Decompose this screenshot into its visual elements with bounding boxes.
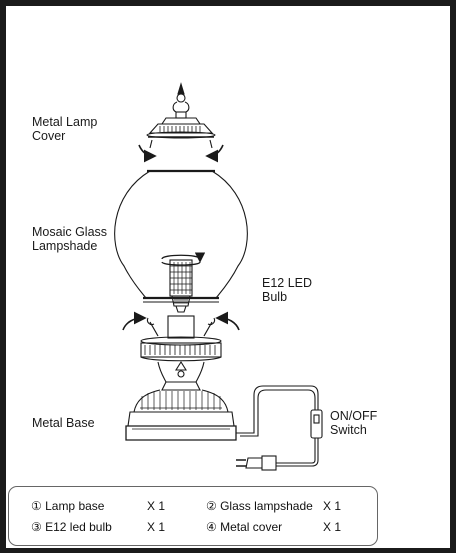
metal-base-illustration [125, 315, 237, 441]
label-line: ON/OFF [330, 409, 378, 423]
part-qty: X 1 [147, 499, 166, 513]
part-name: ③ E12 led bulb [31, 520, 112, 534]
label-mosaic-glass-lampshade: Mosaic Glass Lampshade [32, 225, 107, 253]
label-line: E12 LED [262, 276, 313, 290]
label-line: Lampshade [32, 239, 98, 253]
part-qty: X 1 [147, 520, 166, 534]
label-line: Metal Lamp [32, 115, 98, 129]
label-metal-lamp-cover: Metal Lamp Cover [32, 115, 97, 143]
label-line: Bulb [262, 290, 288, 304]
label-line: Cover [32, 129, 66, 143]
part-name: ② Glass lampshade [206, 499, 313, 513]
arrow-cover-left [138, 144, 157, 163]
label-e12-led-bulb: E12 LED Bulb [262, 276, 312, 304]
part-qty: X 1 [323, 520, 342, 534]
diagram-panel [6, 6, 450, 548]
arrow-base-right [215, 311, 240, 331]
arrow-cover-right [205, 144, 224, 163]
cord-switch-plug-illustration [236, 385, 323, 471]
parts-list-box: ① Lamp base X 1 ② Glass lampshade X 1 ③ … [8, 486, 378, 546]
glass-lampshade-illustration [114, 169, 248, 303]
metal-lamp-cover-illustration [146, 82, 216, 149]
part-qty: X 1 [323, 499, 342, 513]
label-line: Mosaic Glass [32, 225, 108, 239]
part-name: ④ Metal cover [206, 520, 283, 534]
part-name: ① Lamp base [31, 499, 105, 513]
label-line: Switch [330, 423, 367, 437]
label-on-off-switch: ON/OFF Switch [330, 409, 377, 437]
arrow-base-left [122, 311, 147, 331]
led-bulb-illustration [161, 252, 206, 313]
label-metal-base: Metal Base [32, 416, 95, 430]
